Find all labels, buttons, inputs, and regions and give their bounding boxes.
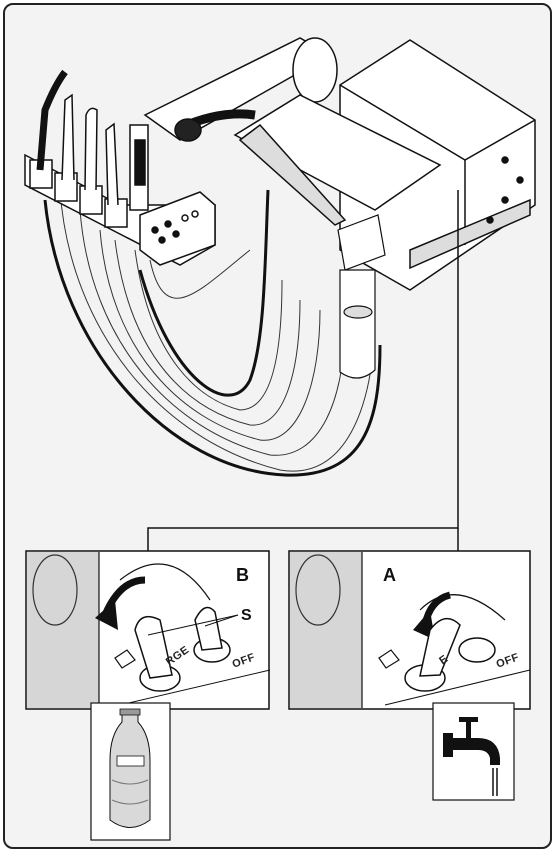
panel-a-letter: A [383, 565, 396, 585]
panel-b-letter: B [236, 565, 249, 585]
main-hose [43, 199, 382, 477]
support-arm [143, 37, 338, 142]
tray-plate [233, 94, 442, 226]
unit-bottle [337, 214, 386, 379]
connector-lines [147, 190, 459, 552]
suction-hose [138, 189, 270, 397]
instrument-holder [24, 153, 216, 266]
handle-label-s: S [241, 607, 252, 624]
handpieces [36, 69, 149, 211]
hoses [59, 189, 376, 472]
